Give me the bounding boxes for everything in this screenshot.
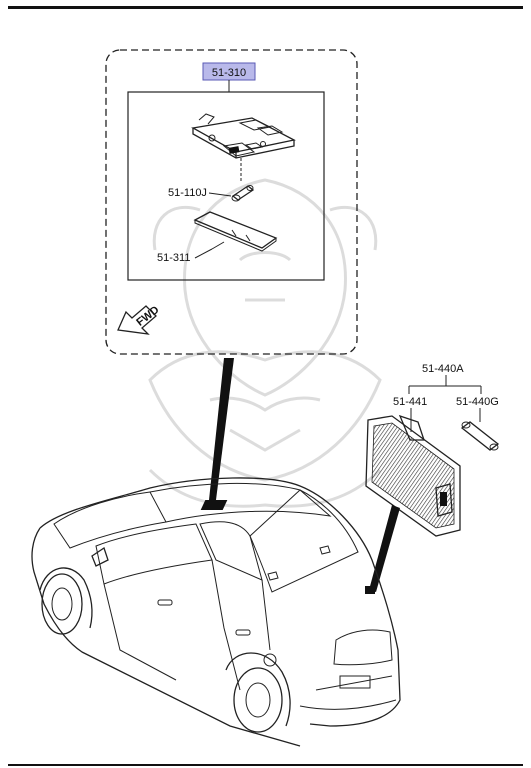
map-lamp-bulb [231,185,255,202]
pointer-wedge-roof [209,358,234,500]
label-51-310: 51-310 [212,67,246,79]
top-rule [8,6,523,9]
watermark-emblem [148,178,382,508]
rear-lamp-bulb [460,421,500,451]
detail-frame [105,49,358,355]
rear-lamp-body [365,414,461,537]
map-lamp-housing [191,113,296,159]
leader-51-311-b [211,241,225,250]
label-51-110J: 51-110J [168,187,207,199]
label-51-441: 51-441 [393,396,427,408]
pointer-wedge-rear [369,505,400,592]
map-lamp-lens [193,211,278,252]
leader-51-110J [208,192,232,197]
roof-lamp-marker [200,500,228,510]
detail-inner-panel [127,91,325,281]
hatchback-car-illustration [31,477,401,747]
label-51-311: 51-311 [157,252,190,264]
leader-51-311 [194,248,213,259]
label-51-440G: 51-440G [456,396,499,408]
label-51-440A: 51-440A [422,363,464,375]
fwd-label: FWD [134,304,161,329]
bottom-rule [8,764,523,766]
rear-lamp-marker [365,586,375,594]
fwd-arrow-icon: FWD [117,304,162,335]
